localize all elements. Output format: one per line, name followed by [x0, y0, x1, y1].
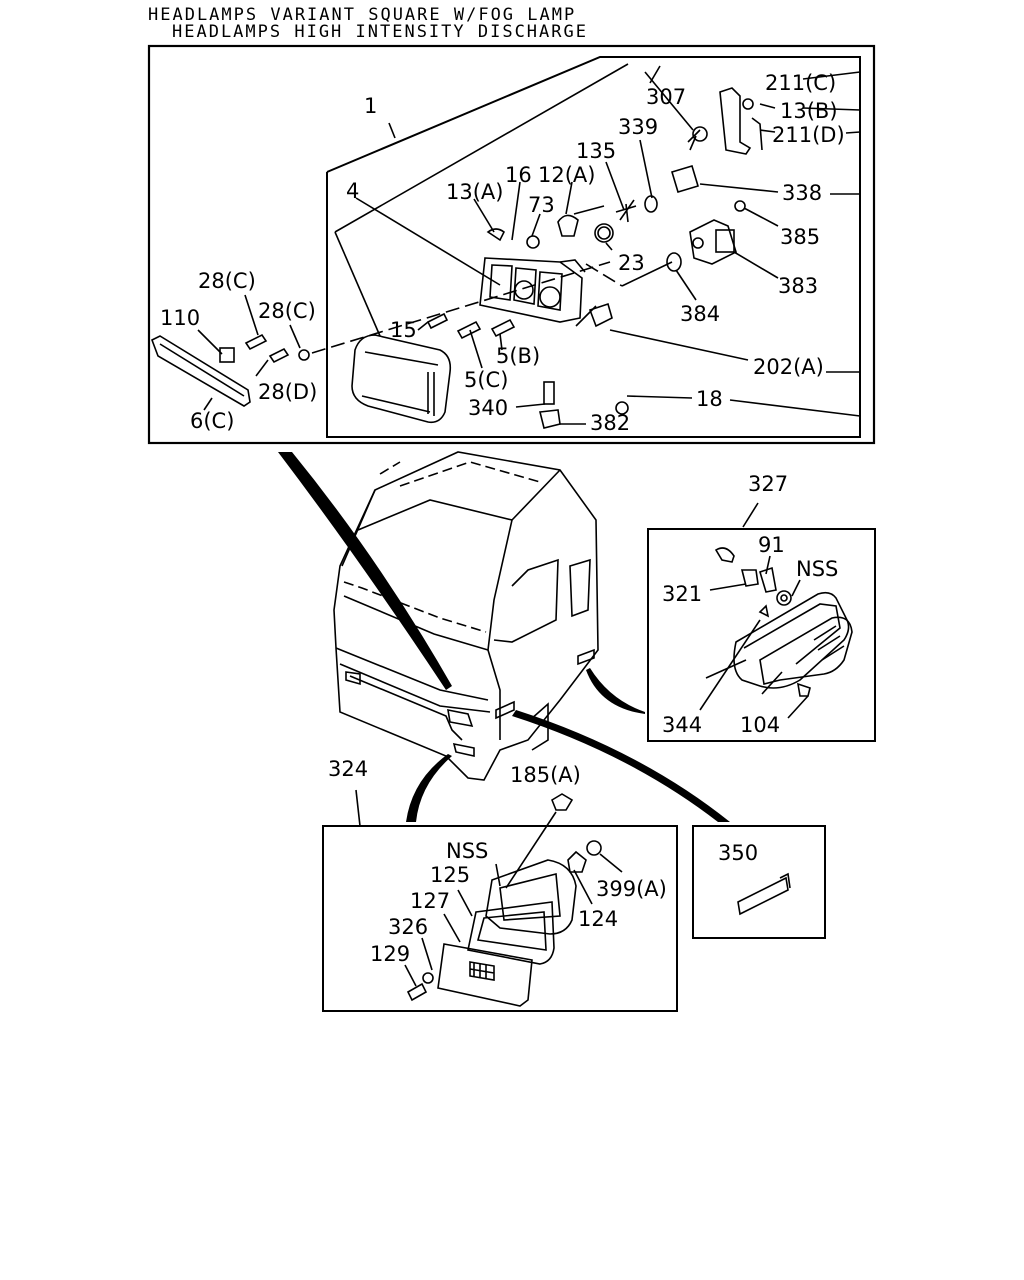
label-91: 91 — [758, 533, 785, 557]
label-4: 4 — [346, 179, 359, 203]
label-340: 340 — [468, 396, 508, 420]
leader-lines-top — [197, 65, 861, 425]
header-line-2: HEADLAMPS HIGH INTENSITY DISCHARGE — [172, 22, 588, 42]
label-124: 124 — [578, 907, 618, 931]
label-5c: 5(C) — [464, 368, 508, 392]
label-211d: 211(D) — [772, 123, 845, 147]
bezel-strip — [150, 335, 251, 407]
headlamp-housing — [479, 257, 586, 323]
label-23: 23 — [618, 251, 645, 275]
label-385: 385 — [780, 225, 820, 249]
label-nss-2: NSS — [446, 839, 488, 863]
pointer-to-324 — [406, 754, 452, 822]
label-127: 127 — [410, 889, 450, 913]
label-202a: 202(A) — [753, 355, 824, 379]
label-344: 344 — [662, 713, 702, 737]
label-339: 339 — [618, 115, 658, 139]
badge-frame — [692, 825, 826, 939]
label-28d: 28(D) — [258, 380, 317, 404]
label-1: 1 — [364, 94, 377, 118]
label-125: 125 — [430, 863, 470, 887]
side-lamp — [714, 547, 853, 697]
corner-lamp-frame — [322, 825, 678, 1012]
label-28c-1: 28(C) — [198, 269, 256, 293]
headlamp-frame — [147, 44, 876, 445]
pointer-to-350 — [512, 710, 730, 822]
label-nss-1: NSS — [796, 557, 838, 581]
label-18: 18 — [696, 387, 723, 411]
side-lamp-frame — [647, 528, 876, 742]
label-326: 326 — [388, 915, 428, 939]
pointer-to-headlamp — [278, 452, 452, 690]
label-383: 383 — [778, 274, 818, 298]
label-382: 382 — [590, 411, 630, 435]
pointer-to-side-lamp — [586, 668, 645, 714]
badge-part — [737, 872, 791, 916]
label-338: 338 — [782, 181, 822, 205]
header-line-1: HEADLAMPS VARIANT SQUARE W/FOG LAMP — [148, 5, 577, 25]
label-307: 307 — [646, 85, 686, 109]
lens — [351, 334, 452, 424]
label-327: 327 — [748, 472, 788, 496]
label-324: 324 — [328, 757, 368, 781]
headlamp-inner-frame — [326, 56, 861, 438]
label-15: 15 — [390, 318, 417, 342]
label-129: 129 — [370, 942, 410, 966]
label-321: 321 — [662, 582, 702, 606]
label-211c: 211(C) — [765, 71, 836, 95]
label-13b: 13(B) — [780, 99, 838, 123]
label-28c-2: 28(C) — [258, 299, 316, 323]
label-104: 104 — [740, 713, 780, 737]
small-parts — [219, 87, 763, 429]
label-135: 135 — [576, 139, 616, 163]
label-350: 350 — [718, 841, 758, 865]
label-6c: 6(C) — [190, 409, 234, 433]
label-399a: 399(A) — [596, 877, 667, 901]
label-185a: 185(A) — [510, 763, 581, 787]
label-16: 16 — [505, 163, 532, 187]
label-13a: 13(A) — [446, 180, 503, 204]
corner-lamp — [406, 793, 602, 1007]
label-110: 110 — [160, 306, 200, 330]
label-384: 384 — [680, 302, 720, 326]
truck-cab — [333, 451, 599, 781]
label-73: 73 — [528, 193, 555, 217]
callout-labels: 1 4 307 211(C) 13(B) 211(D) 339 135 16 1… — [160, 71, 845, 966]
label-5b: 5(B) — [496, 344, 540, 368]
label-12a: 12(A) — [538, 163, 595, 187]
